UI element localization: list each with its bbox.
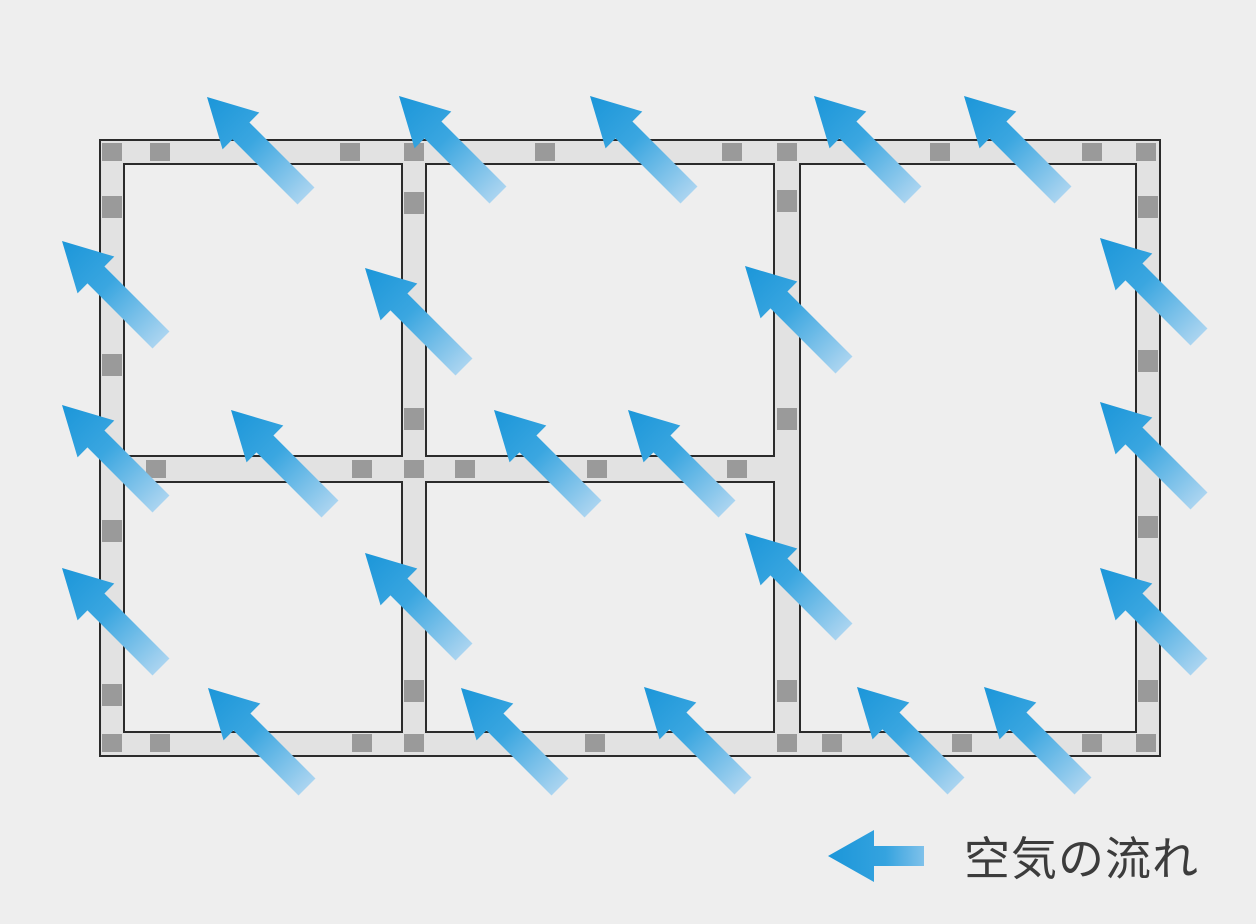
beam-joint-mark (102, 354, 122, 376)
beam-joint-mark (587, 460, 607, 478)
air-flow-arrow (745, 266, 853, 374)
air-flow-arrow (1100, 402, 1208, 510)
air-flow-arrow (984, 687, 1092, 795)
air-flow-arrow (207, 97, 315, 205)
air-flow-arrow (745, 533, 853, 641)
air-flow-arrow (857, 687, 965, 795)
air-flow-arrow (365, 268, 473, 376)
beam-joint-mark (455, 460, 475, 478)
air-flow-arrow (399, 96, 507, 204)
beam-joint-mark (1136, 734, 1156, 752)
beam-joint-mark (340, 143, 360, 161)
room-top-middle (425, 163, 775, 457)
beam-joint-mark (146, 460, 166, 478)
beam-joint-mark (150, 143, 170, 161)
air-flow-arrow (1100, 238, 1208, 346)
beam-joint-mark (404, 192, 424, 214)
beam-joint-mark (930, 143, 950, 161)
room-bottom-left (123, 481, 403, 733)
beam-joint-mark (777, 143, 797, 161)
beam-joint-mark (150, 734, 170, 752)
beam-joint-mark (404, 460, 424, 478)
air-flow-arrow (62, 405, 170, 513)
floor-frame (99, 139, 1161, 757)
air-flow-arrow (644, 687, 752, 795)
beam-joint-mark (1138, 196, 1158, 218)
beam-joint-mark (404, 408, 424, 430)
beam-joint-mark (102, 196, 122, 218)
beam-joint-mark (102, 684, 122, 706)
legend: 空気の流れ (828, 824, 1199, 888)
air-flow-arrow (964, 96, 1072, 204)
beam-joint-mark (1136, 143, 1156, 161)
room-top-left (123, 163, 403, 457)
air-flow-arrow (208, 688, 316, 796)
beam-joint-mark (102, 520, 122, 542)
air-flow-arrow (814, 96, 922, 204)
beam-joint-mark (1138, 680, 1158, 702)
air-flow-arrow (1100, 568, 1208, 676)
beam-joint-mark (1082, 143, 1102, 161)
beam-joint-mark (404, 680, 424, 702)
beam-joint-mark (822, 734, 842, 752)
room-right (799, 163, 1137, 733)
legend-label: 空気の流れ (964, 832, 1199, 886)
beam-joint-mark (777, 190, 797, 212)
beam-joint-mark (352, 734, 372, 752)
beam-joint-mark (404, 143, 424, 161)
beam-joint-mark (952, 734, 972, 752)
beam-joint-mark (1138, 516, 1158, 538)
beam-joint-mark (1138, 350, 1158, 372)
air-flow-arrow (628, 410, 736, 518)
beam-joint-mark (727, 460, 747, 478)
air-flow-arrow (461, 688, 569, 796)
air-flow-arrow (494, 410, 602, 518)
beam-joint-mark (777, 734, 797, 752)
beam-joint-mark (535, 143, 555, 161)
air-flow-arrow (62, 568, 170, 676)
beam-joint-mark (585, 734, 605, 752)
room-bottom-middle (425, 481, 775, 733)
air-flow-arrow (590, 96, 698, 204)
beam-joint-mark (1082, 734, 1102, 752)
beam-joint-mark (102, 143, 122, 161)
air-flow-arrow (365, 553, 473, 661)
beam-joint-mark (102, 734, 122, 752)
beam-joint-mark (404, 734, 424, 752)
beam-joint-mark (777, 408, 797, 430)
air-flow-arrow (231, 410, 339, 518)
beam-joint-mark (352, 460, 372, 478)
air-flow-arrows (62, 96, 1208, 796)
beam-joint-mark (777, 680, 797, 702)
left-arrow-icon (828, 830, 924, 882)
beam-joint-mark (722, 143, 742, 161)
air-flow-arrow (62, 241, 170, 349)
